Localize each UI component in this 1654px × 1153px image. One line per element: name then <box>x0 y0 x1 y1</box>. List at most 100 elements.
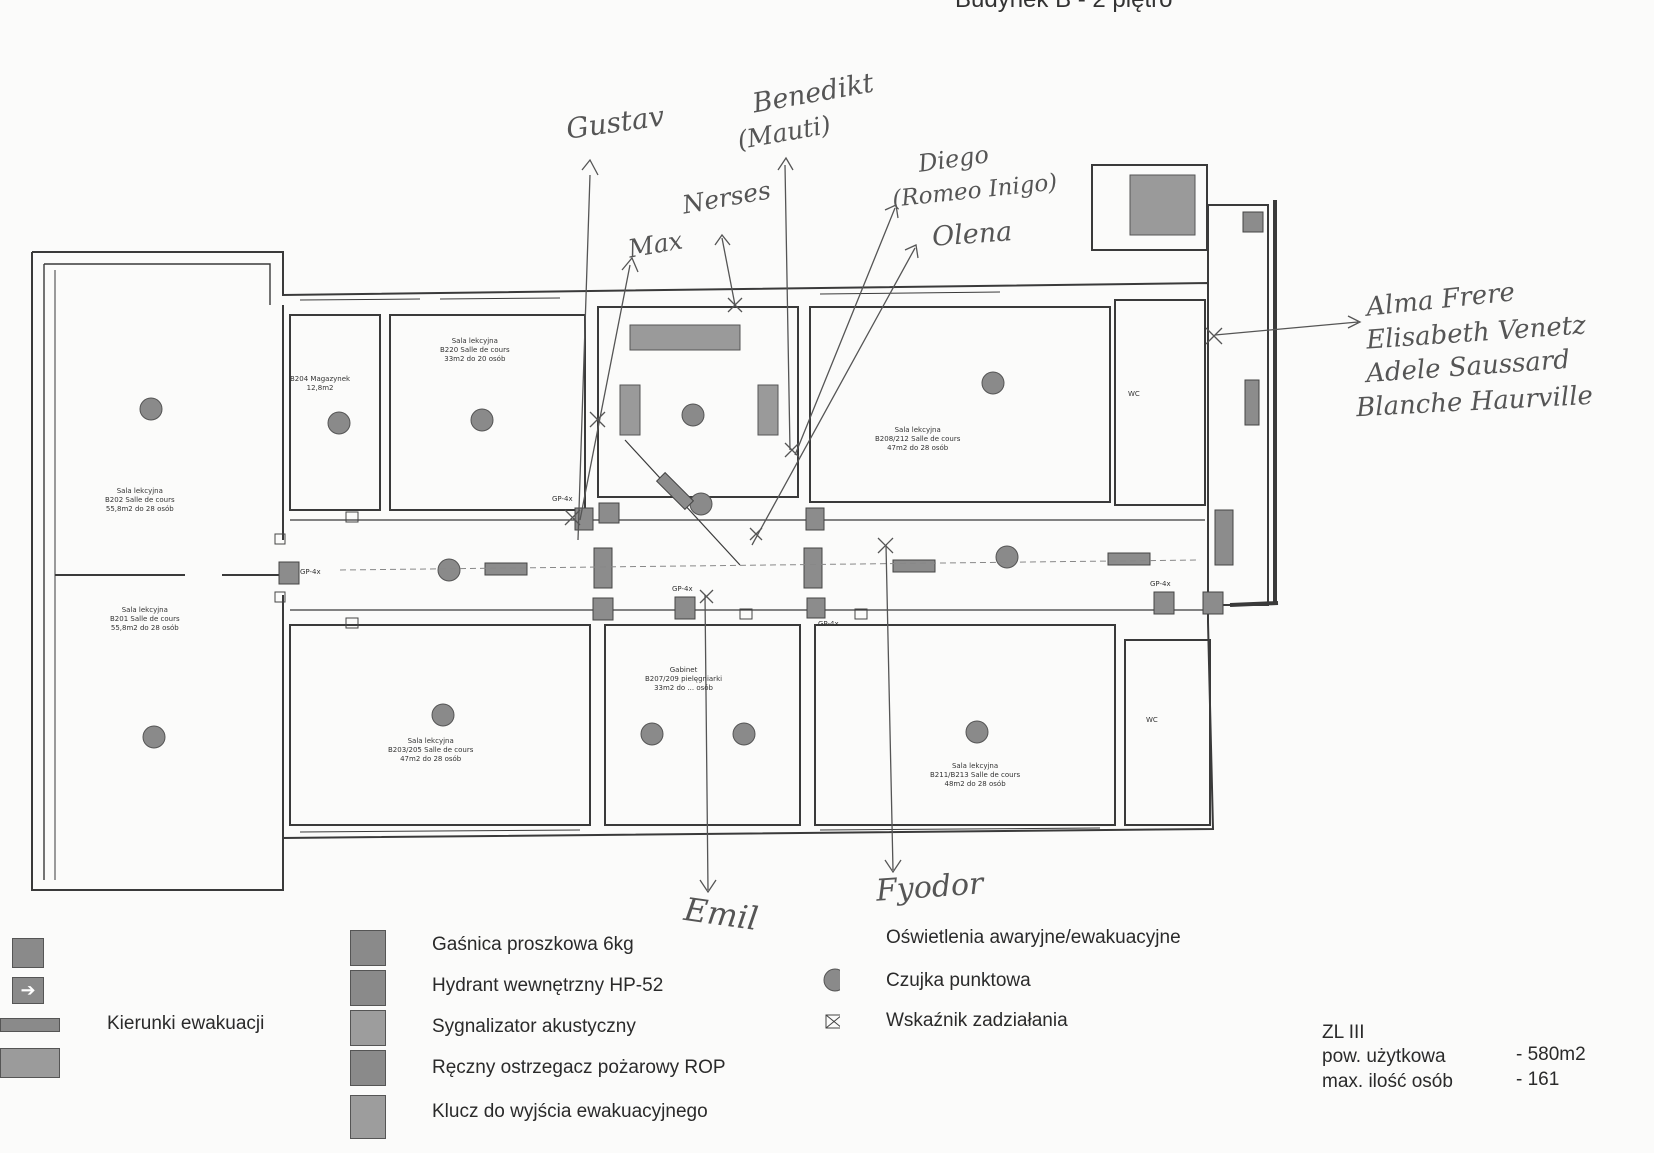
room-b208-outline <box>809 306 1111 503</box>
handwritten-name: Olena <box>931 216 1014 253</box>
legend-icons-col3 <box>823 968 840 1029</box>
action-indicator-icon <box>739 608 753 620</box>
stair-flight <box>1129 174 1196 236</box>
person-marker <box>784 442 800 458</box>
nerses-arrow <box>714 233 736 306</box>
corridor-route <box>339 559 1201 571</box>
fire-extinguisher-icon <box>350 930 386 966</box>
smoke-detector-icon <box>681 403 705 427</box>
max-arrow <box>579 256 639 521</box>
zone-category: ZL III <box>1322 1022 1365 1043</box>
stair-flight <box>619 384 641 436</box>
exit-sign-icon <box>803 547 823 589</box>
action-indicator-icon <box>274 591 286 603</box>
area-value: - 580m2 <box>1516 1044 1586 1065</box>
person-marker <box>699 589 714 604</box>
legend-label: Klucz do wyjścia ewakuacyjnego <box>432 1101 708 1122</box>
room-b220-outline <box>389 314 586 511</box>
wc-top-outline <box>1114 299 1206 506</box>
equipment-label: GP-4x <box>1150 580 1171 588</box>
fire-extinguisher-icon <box>278 561 300 585</box>
gustav-arrow <box>577 158 599 541</box>
manual-call-point-icon <box>592 597 614 621</box>
fyodor-arrow <box>884 544 902 874</box>
legend-label: Gaśnica proszkowa 6kg <box>432 934 634 955</box>
legend-label: Hydrant wewnętrzny HP-52 <box>432 975 664 996</box>
stair-flight <box>757 384 779 436</box>
person-marker <box>564 509 581 526</box>
equipment-label: GP-4x <box>672 585 693 593</box>
area-label: pow. użytkowa <box>1322 1046 1446 1067</box>
room-b204-outline <box>289 314 381 511</box>
exit-arrow-icon: ➔ <box>12 977 44 1004</box>
hydrant-icon <box>350 970 386 1006</box>
action-indicator-icon <box>345 617 359 629</box>
equipment-label: GP-4x <box>818 620 839 628</box>
room-b211-outline <box>814 624 1116 826</box>
evacuation-arrow-icon <box>1107 552 1151 566</box>
exit-sign-icon <box>1214 509 1234 566</box>
benedikt-arrow <box>777 156 794 451</box>
smoke-detector-icon <box>689 492 713 516</box>
manual-call-point-icon <box>350 1050 386 1086</box>
smoke-detector-icon <box>327 411 351 435</box>
exit-sign-icon <box>12 938 44 968</box>
fire-extinguisher-icon <box>1153 591 1175 615</box>
person-marker <box>749 527 763 541</box>
smoke-detector-icon <box>981 371 1005 395</box>
equipment-label: GP-4x <box>552 495 573 503</box>
outer-wall <box>31 251 1215 891</box>
evacuation-arrow-icon <box>892 559 936 573</box>
room-b203-outline <box>289 624 591 826</box>
room-label-wc: WC <box>1146 716 1158 724</box>
smoke-detector-icon <box>640 722 664 746</box>
legend-label: Oświetlenia awaryjne/ewakuacyjne <box>886 927 1181 948</box>
action-indicator-icon <box>825 1014 840 1029</box>
fire-extinguisher-icon <box>674 596 696 620</box>
smoke-detector-icon <box>431 703 455 727</box>
escape-rail-bottom <box>1229 601 1279 607</box>
persons-value: - 161 <box>1516 1069 1560 1090</box>
exit-key-icon <box>350 1095 386 1139</box>
exit-sign-icon <box>593 547 613 589</box>
smoke-detector-icon <box>995 545 1019 569</box>
evacuation-arrow-icon <box>655 471 695 511</box>
alarm-sounder-icon <box>350 1010 386 1046</box>
action-indicator-icon <box>345 511 359 523</box>
stair-flight <box>629 324 741 351</box>
olena-arrow <box>751 244 919 546</box>
handwritten-name: Fyodor <box>874 866 985 909</box>
person-marker <box>589 411 606 428</box>
evacuation-arrow-icon <box>484 562 528 576</box>
evacuation-route-icon <box>0 1018 60 1032</box>
fire-extinguisher-icon <box>806 597 826 619</box>
exit-sign-icon <box>1244 379 1260 426</box>
person-marker <box>1205 327 1223 345</box>
evacuation-route-icon-2 <box>0 1048 60 1078</box>
room-b207-outline <box>604 624 801 826</box>
person-marker <box>877 537 894 554</box>
smoke-detector-icon <box>139 397 163 421</box>
persons-label: max. ilość osób <box>1322 1071 1453 1092</box>
action-indicator-icon <box>854 608 868 620</box>
group-arrow <box>1214 315 1362 336</box>
legend-label: Sygnalizator akustyczny <box>432 1016 636 1037</box>
outer-wall-inner <box>44 263 271 305</box>
smoke-detector-icon <box>965 720 989 744</box>
exit-sign-icon <box>1242 211 1264 233</box>
wc-bottom-outline <box>1124 639 1211 826</box>
legend-evac-label: Kierunki ewakuacji <box>107 1013 265 1034</box>
smoke-detector-icon <box>437 558 461 582</box>
legend-label: Czujka punktowa <box>886 970 1031 991</box>
smoke-detector-icon <box>732 722 756 746</box>
diego-arrow <box>794 204 899 456</box>
fire-extinguisher-icon <box>574 507 594 531</box>
room-label-wc: WC <box>1128 390 1140 398</box>
